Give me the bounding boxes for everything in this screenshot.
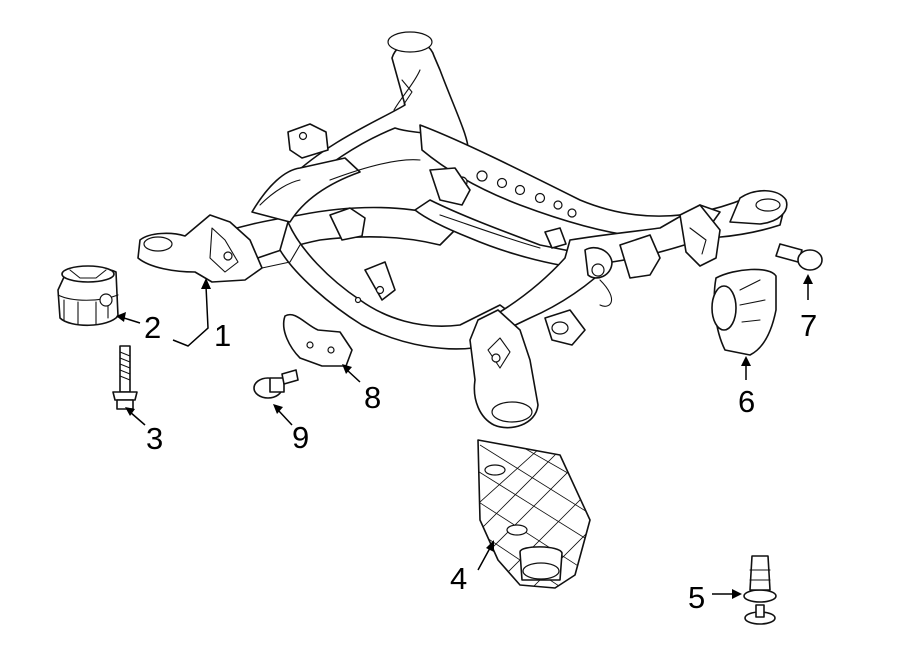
leader-4	[477, 540, 494, 571]
leader-7	[803, 274, 813, 300]
callout-2: 2	[144, 310, 161, 345]
callout-8: 8	[364, 380, 381, 415]
leader-8	[342, 364, 361, 383]
heat-shield	[282, 313, 353, 367]
callout-5: 5	[688, 580, 705, 615]
leader-3	[125, 407, 146, 426]
subframe-crossmember	[137, 31, 788, 429]
push-pin	[743, 555, 777, 625]
subframe-bushing	[57, 265, 119, 327]
leader-5	[712, 589, 742, 599]
callout-3: 3	[146, 421, 163, 456]
under-shield	[477, 439, 591, 589]
callout-4: 4	[450, 561, 467, 596]
leader-6	[741, 356, 751, 380]
leader-9	[273, 404, 293, 426]
bracket-bolt	[775, 243, 823, 271]
callout-7: 7	[800, 308, 817, 343]
callout-9: 9	[292, 420, 309, 455]
subframe-bolt	[112, 345, 138, 410]
leader-1	[172, 278, 211, 347]
retaining-clip	[253, 369, 299, 399]
callout-6: 6	[738, 384, 755, 419]
leader-2	[116, 312, 141, 324]
mount-bracket	[711, 268, 777, 356]
callout-1: 1	[214, 318, 231, 353]
